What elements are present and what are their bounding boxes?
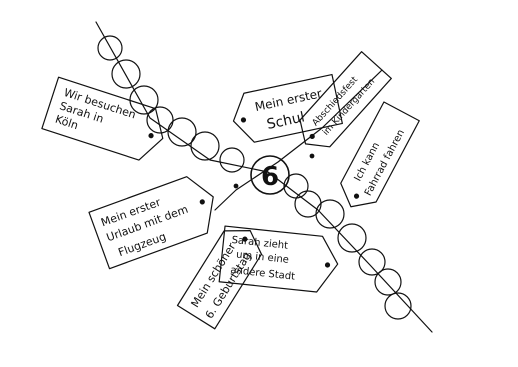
tag-koeln-text: Wir besuchen Sarah in Köln — [54, 86, 138, 148]
bead — [316, 200, 344, 228]
bead — [112, 60, 140, 88]
knot-dot — [234, 184, 238, 188]
tag-abschied — [291, 52, 392, 158]
center-number: 6 — [261, 162, 279, 192]
bead — [295, 191, 321, 217]
bead — [385, 293, 411, 319]
bead — [220, 148, 244, 172]
bead — [284, 174, 308, 198]
tag-umzug-text: Sarah zieht um in eine andere Stadt — [228, 235, 299, 283]
tag-abschied-text: Abschiedsfest im Kindergarten — [311, 68, 378, 138]
bead — [375, 269, 401, 295]
tag-schule-line-2: Schul — [265, 109, 306, 133]
tag-umzug-line-3: andere Stadt — [230, 265, 296, 283]
knot-dot — [310, 154, 314, 158]
tag-urlaub-text: Mein erster Urlaub mit dem Flugzeug — [99, 188, 196, 262]
bead — [338, 224, 366, 252]
tag-schule-line-1: Mein erster — [254, 86, 324, 114]
tag-fahrrad — [333, 102, 419, 216]
